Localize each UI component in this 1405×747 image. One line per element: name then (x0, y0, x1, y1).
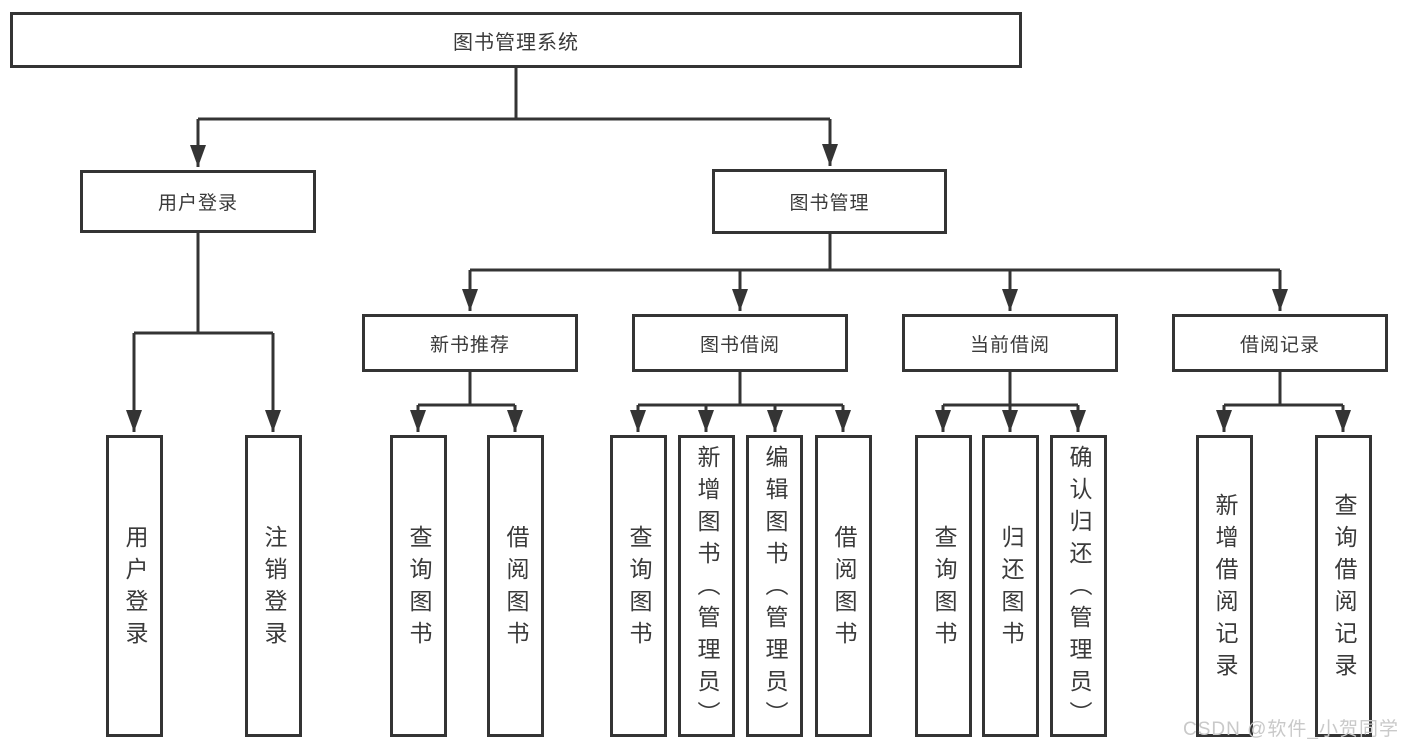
leaf-return-book: 归还图书 (982, 435, 1039, 737)
leaf-borrow-book-1: 借阅图书 (487, 435, 544, 737)
node-borrow-records: 借阅记录 (1172, 314, 1388, 372)
leaf-query-book-1: 查询图书 (390, 435, 447, 737)
leaf-add-book-admin: 新增图书（管理员） (678, 435, 735, 737)
leaf-query-book-3: 查询图书 (915, 435, 972, 737)
leaf-user-login: 用户登录 (106, 435, 163, 737)
leaf-query-borrow-record: 查询借阅记录 (1315, 435, 1372, 737)
leaf-borrow-book-2: 借阅图书 (815, 435, 872, 737)
node-book-borrow: 图书借阅 (632, 314, 848, 372)
leaf-confirm-return-admin: 确认归还（管理员） (1050, 435, 1107, 737)
leaf-edit-book-admin: 编辑图书（管理员） (746, 435, 803, 737)
node-library-management-system: 图书管理系统 (10, 12, 1022, 68)
leaf-add-borrow-record: 新增借阅记录 (1196, 435, 1253, 737)
node-user-login: 用户登录 (80, 170, 316, 233)
node-current-borrow: 当前借阅 (902, 314, 1118, 372)
leaf-query-book-2: 查询图书 (610, 435, 667, 737)
csdn-watermark: CSDN @软件_小贺同学 (1183, 719, 1399, 740)
node-new-book-recommend: 新书推荐 (362, 314, 578, 372)
leaf-logout: 注销登录 (245, 435, 302, 737)
node-book-management: 图书管理 (712, 169, 947, 234)
